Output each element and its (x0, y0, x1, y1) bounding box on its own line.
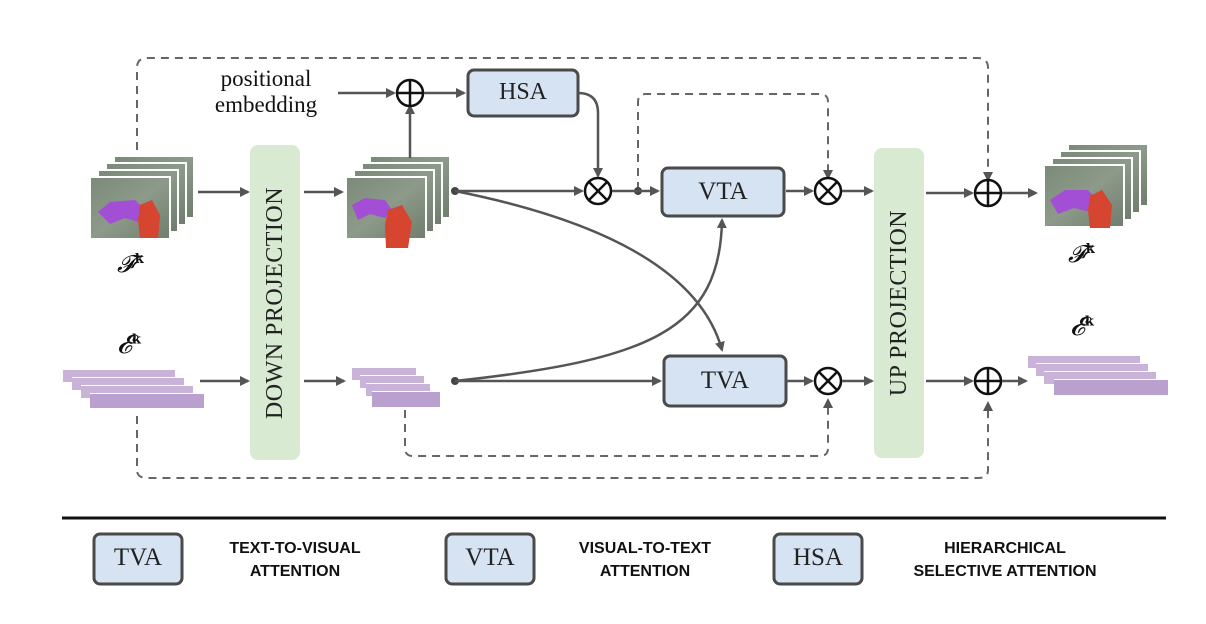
up-projection-label: UP PROJECTION (886, 209, 912, 397)
legend-tva-box (92, 532, 184, 586)
legend-vta-box (444, 532, 536, 586)
feature-out-symbol: 𝓕k (1068, 240, 1095, 268)
vta-label: VTA (698, 178, 748, 205)
skip-connection-inner-bottom (404, 398, 833, 457)
positional-label-line2: embedding (214, 92, 318, 117)
multiply-op-3 (813, 366, 843, 396)
curve-feature-to-tva (454, 189, 725, 352)
output-text-stack (1028, 356, 1168, 395)
down-projection-label: DOWN PROJECTION (262, 186, 288, 420)
skip-connection-inner-top (637, 93, 833, 190)
legend-hsa-abbr: HSA (792, 544, 843, 571)
add-op-text-out (973, 366, 1003, 396)
input-feature-stack (89, 155, 195, 240)
skip-connection-top (136, 57, 993, 182)
skip-connection-bottom (136, 401, 993, 479)
tva-label: TVA (700, 367, 750, 394)
vta-block (660, 166, 786, 218)
multiply-op-2 (813, 176, 843, 206)
positional-embedding-label: positional embedding (196, 66, 336, 118)
legend-tva-abbr: TVA (113, 544, 163, 571)
positional-label-line1: positional (220, 66, 312, 91)
projected-feature-stack (345, 155, 451, 248)
curve-text-to-vta (454, 218, 727, 383)
legend-tva-desc-line1: TEXT-TO-VISUAL (229, 540, 361, 557)
up-projection-block (874, 148, 924, 458)
add-op-feature-out (973, 178, 1003, 208)
add-op-positional (395, 78, 425, 108)
legend-vta-abbr: VTA (465, 544, 515, 571)
projected-text-stack (352, 368, 440, 407)
multiply-op-1 (583, 176, 613, 206)
feature-in-symbol: 𝓕k (117, 250, 144, 278)
hsa-label: HSA (498, 79, 547, 105)
text-out-symbol: 𝓔k (1070, 312, 1094, 342)
output-feature-stack (1043, 143, 1149, 228)
legend-vta-desc-line1: VISUAL-TO-TEXT (578, 540, 712, 557)
legend-tva-description: TEXT-TO-VISUAL ATTENTION (200, 537, 390, 583)
legend-vta-desc-line2: ATTENTION (599, 563, 691, 580)
down-projection-block (250, 145, 300, 460)
text-in-symbol: 𝓔k (117, 330, 141, 360)
legend-hsa-description: HIERARCHICAL SELECTIVE ATTENTION (890, 537, 1120, 583)
legend-hsa-desc-line1: HIERARCHICAL (944, 540, 1066, 557)
legend-hsa-desc-line2: SELECTIVE ATTENTION (913, 563, 1097, 580)
legend-tva-desc-line2: ATTENTION (249, 563, 341, 580)
legend-vta-description: VISUAL-TO-TEXT ATTENTION (550, 537, 740, 583)
input-text-stack (63, 370, 204, 408)
legend-hsa-box (772, 532, 864, 586)
